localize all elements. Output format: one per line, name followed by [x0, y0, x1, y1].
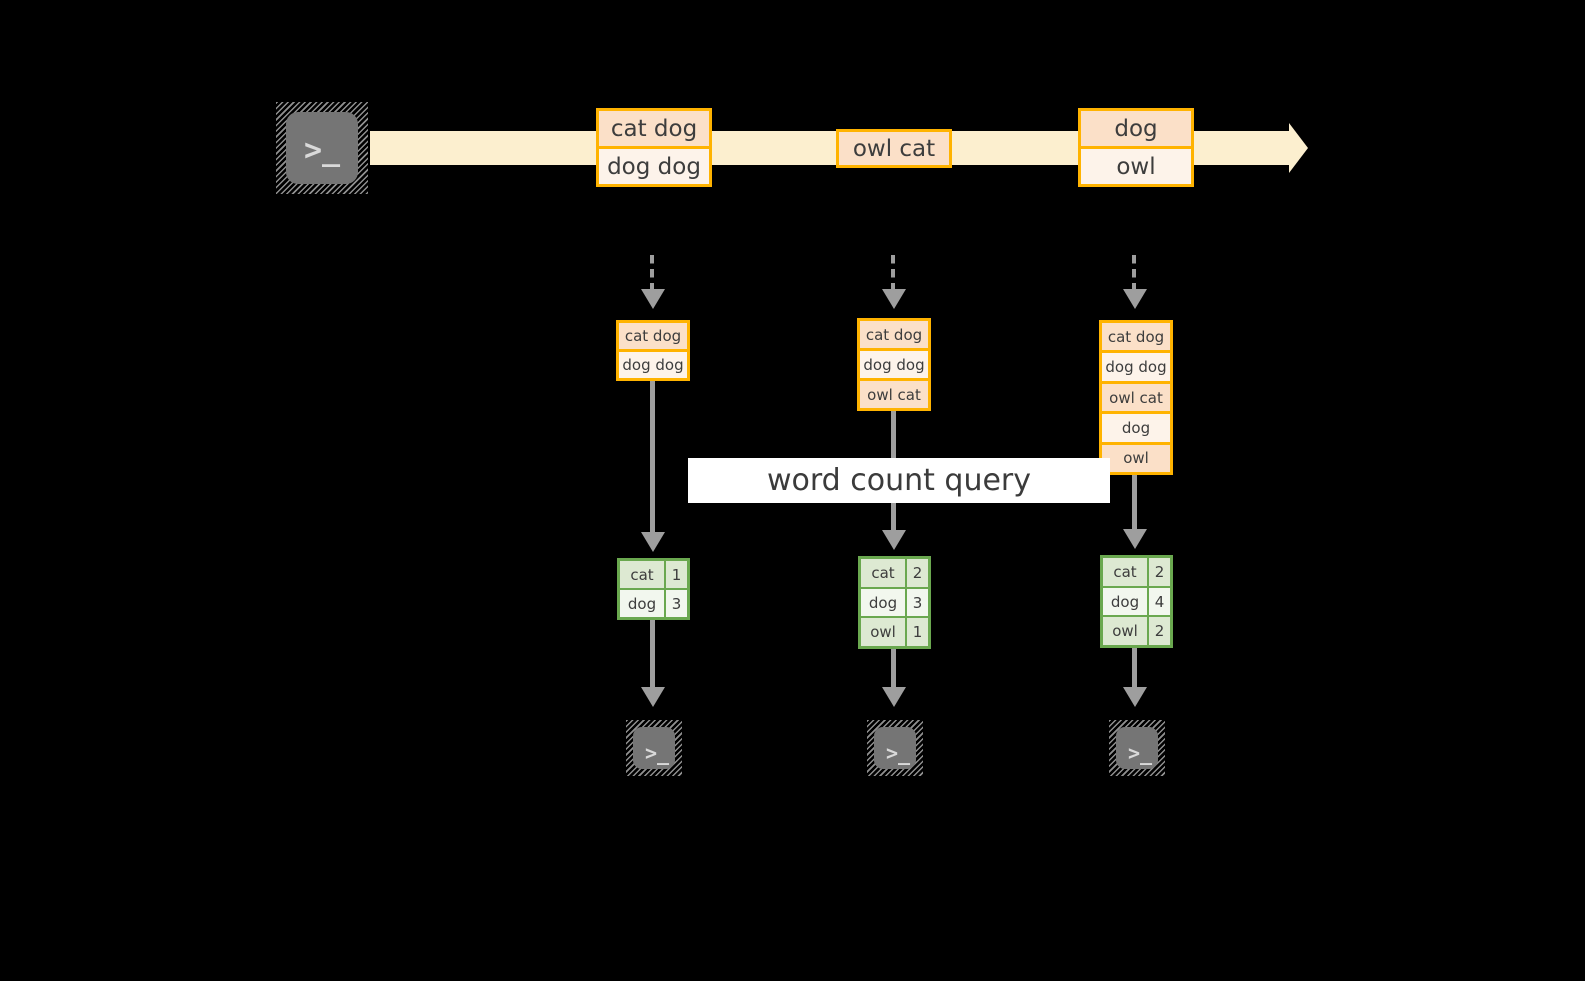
- snapshot-1-result-count-2: 3: [664, 590, 687, 617]
- snapshot-2-result-word-3: owl: [861, 618, 905, 647]
- snapshot-2-dashed-arrowhead-icon: [882, 289, 906, 309]
- stream-event-2[interactable]: owl cat: [836, 129, 952, 168]
- snapshot-3-result-word-2: dog: [1103, 587, 1147, 616]
- table-row: cat 1: [620, 561, 687, 588]
- snapshot-2-result-count-1: 2: [905, 559, 928, 587]
- snapshot-3-result-word-1: cat: [1103, 558, 1147, 586]
- snapshot-1-dashed-connector: [650, 255, 655, 289]
- snapshot-2-sink-connector: [891, 649, 896, 687]
- snapshot-1-query-arrowhead-icon: [641, 532, 665, 552]
- snapshot-3-sink-arrowhead-icon: [1123, 687, 1147, 707]
- terminal-body: [874, 727, 916, 769]
- table-row: cat 2: [1103, 558, 1170, 586]
- snapshot-3-dashed-connector: [1132, 255, 1137, 289]
- table-row: cat 2: [861, 559, 928, 587]
- stream-event-3-line-2: owl: [1081, 146, 1191, 184]
- snapshot-2-buffer[interactable]: cat dog dog dog owl cat: [857, 318, 931, 411]
- stream-event-1[interactable]: cat dog dog dog: [596, 108, 712, 187]
- snapshot-3-query-connector: [1132, 475, 1137, 529]
- snapshot-2-result-word-1: cat: [861, 559, 905, 587]
- table-row: owl 2: [1103, 615, 1170, 646]
- snapshot-1-result-count-1: 1: [664, 561, 687, 588]
- snapshot-2-sink-terminal-icon: >_: [859, 712, 931, 784]
- table-row: dog 4: [1103, 585, 1170, 616]
- table-row: owl 1: [861, 616, 928, 647]
- snapshot-1-sink-connector: [650, 620, 655, 687]
- snapshot-3-buffer-row-2: dog dog: [1102, 350, 1170, 381]
- snapshot-3-result-count-3: 2: [1147, 617, 1170, 646]
- snapshot-1-buffer-row-2: dog dog: [619, 349, 687, 378]
- snapshot-3-buffer-row-1: cat dog: [1102, 323, 1170, 351]
- snapshot-3-result-count-2: 4: [1147, 587, 1170, 616]
- stream-event-1-line-2: dog dog: [599, 146, 709, 184]
- snapshot-1-buffer-row-1: cat dog: [619, 323, 687, 349]
- snapshot-3-buffer-row-3: owl cat: [1102, 380, 1170, 412]
- terminal-prompt-glyph: >_: [1128, 741, 1153, 765]
- table-row: dog 3: [620, 588, 687, 617]
- snapshot-2-buffer-row-1: cat dog: [860, 321, 928, 348]
- stream-event-1-line-1: cat dog: [599, 111, 709, 146]
- snapshot-3-buffer[interactable]: cat dog dog dog owl cat dog owl: [1099, 320, 1173, 475]
- snapshot-2-query-arrowhead-icon: [882, 530, 906, 550]
- terminal-body: [633, 727, 675, 769]
- snapshot-2-result-count-3: 1: [905, 618, 928, 647]
- terminal-body: [1116, 727, 1158, 769]
- snapshot-2-buffer-row-3: owl cat: [860, 378, 928, 408]
- snapshot-3-result-count-1: 2: [1147, 558, 1170, 586]
- terminal-prompt-glyph: >_: [886, 741, 911, 765]
- snapshot-2-result-count-2: 3: [905, 588, 928, 617]
- snapshot-3-sink-connector: [1132, 648, 1137, 687]
- snapshot-2-dashed-connector: [891, 255, 896, 289]
- source-terminal-icon: >_: [268, 94, 376, 202]
- stream-event-3-line-1: dog: [1081, 111, 1191, 146]
- snapshot-3-result-word-3: owl: [1103, 617, 1147, 646]
- snapshot-1-sink-terminal-icon: >_: [618, 712, 690, 784]
- snapshot-3-buffer-row-4: dog: [1102, 411, 1170, 442]
- table-row: dog 3: [861, 586, 928, 617]
- snapshot-1-query-connector: [650, 381, 655, 532]
- snapshot-2-result-word-2: dog: [861, 588, 905, 617]
- snapshot-2-sink-arrowhead-icon: [882, 687, 906, 707]
- stream-event-2-line-1: owl cat: [839, 132, 949, 165]
- snapshot-3-sink-terminal-icon: >_: [1101, 712, 1173, 784]
- snapshot-3-buffer-row-5: owl: [1102, 441, 1170, 473]
- terminal-prompt-glyph: >_: [645, 741, 670, 765]
- snapshot-1-result-table[interactable]: cat 1 dog 3: [617, 558, 690, 620]
- snapshot-1-dashed-arrowhead-icon: [641, 289, 665, 309]
- query-caption: word count query: [688, 458, 1110, 503]
- stream-event-3[interactable]: dog owl: [1078, 108, 1194, 187]
- snapshot-1-result-word-2: dog: [620, 590, 664, 617]
- stream-arrowhead-icon: [1289, 123, 1308, 173]
- snapshot-1-result-word-1: cat: [620, 561, 664, 588]
- terminal-prompt-glyph: >_: [304, 133, 341, 168]
- snapshot-2-result-table[interactable]: cat 2 dog 3 owl 1: [858, 556, 931, 649]
- snapshot-1-sink-arrowhead-icon: [641, 687, 665, 707]
- terminal-body: [286, 112, 358, 184]
- snapshot-1-buffer[interactable]: cat dog dog dog: [616, 320, 690, 381]
- snapshot-3-query-arrowhead-icon: [1123, 529, 1147, 549]
- snapshot-3-result-table[interactable]: cat 2 dog 4 owl 2: [1100, 555, 1173, 648]
- snapshot-2-buffer-row-2: dog dog: [860, 348, 928, 378]
- snapshot-3-dashed-arrowhead-icon: [1123, 289, 1147, 309]
